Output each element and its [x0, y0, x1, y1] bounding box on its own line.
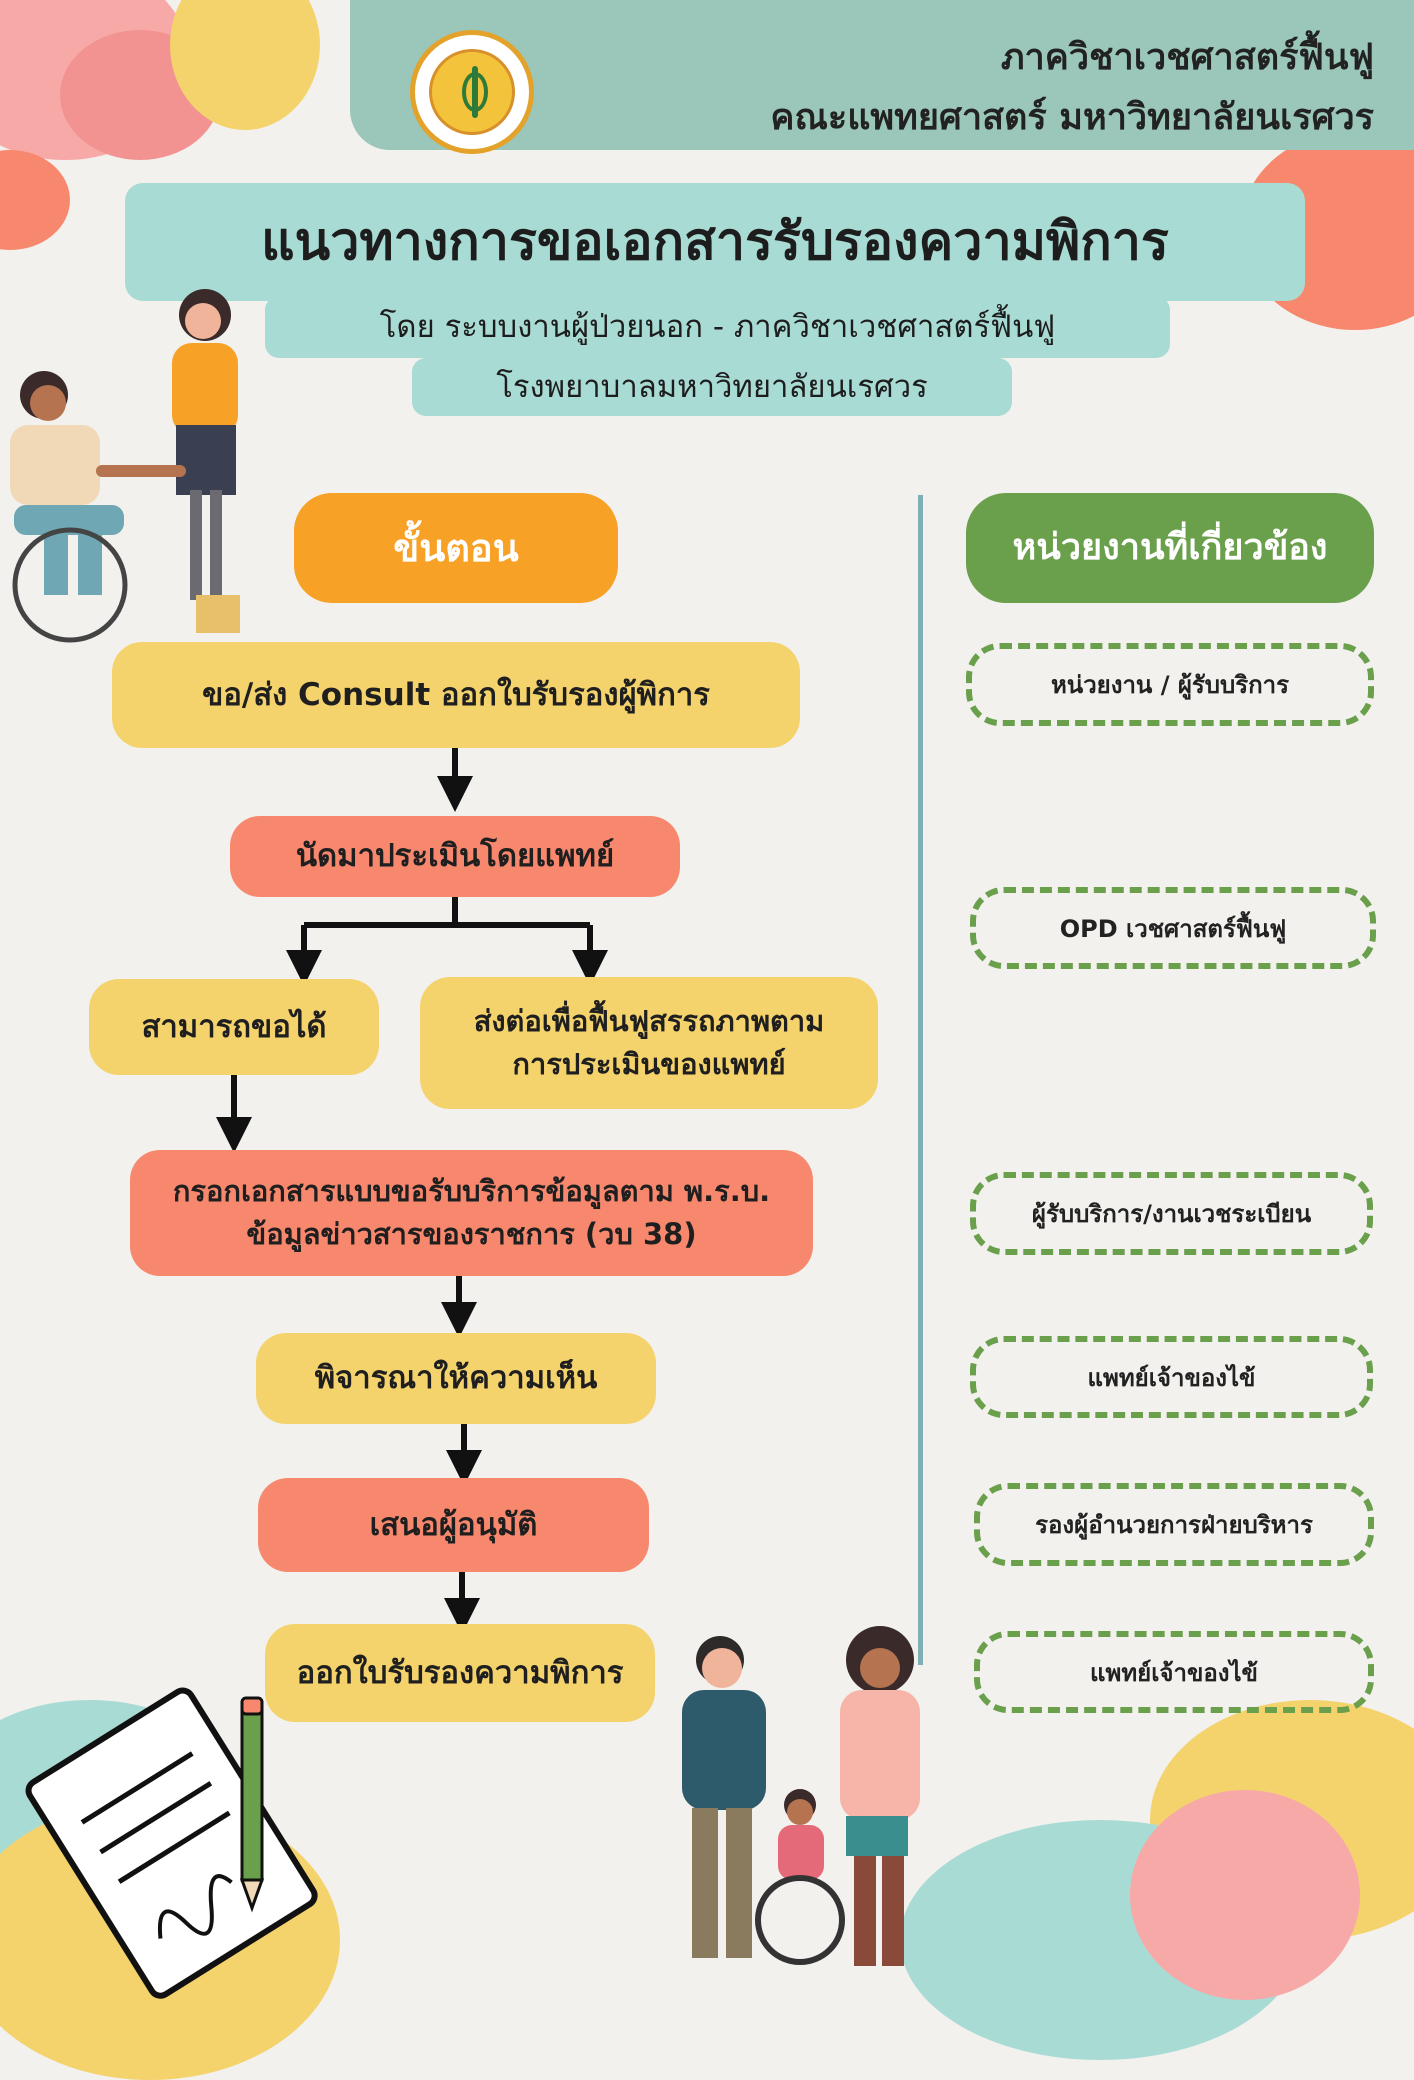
unit-requester: หน่วยงาน / ผู้รับบริการ	[966, 643, 1374, 726]
step-issue-certificate-label: ออกใบรับรองความพิการ	[296, 1654, 624, 1691]
decor-blob-yellow-topleft	[170, 0, 320, 130]
unit-deputy-director: รองผู้อำนวยการฝ่ายบริหาร	[974, 1483, 1374, 1566]
steps-header: ขั้นตอน	[294, 493, 618, 603]
step-request-consult: ขอ/ส่ง Consult ออกใบรับรองผู้พิการ	[112, 642, 800, 748]
family-illustration-bottom	[682, 1626, 920, 1966]
unit-attending-doctor-label: แพทย์เจ้าของไข้	[1087, 1363, 1256, 1392]
page-title: แนวทางการขอเอกสารรับรองความพิการ	[261, 212, 1169, 272]
step-doctor-assessment: นัดมาประเมินโดยแพทย์	[230, 816, 680, 897]
step-refer-rehab-line-2: การประเมินของแพทย์	[512, 1047, 786, 1081]
step-review: พิจารณาให้ความเห็น	[256, 1333, 656, 1424]
subtitle-line-1: โดย ระบบงานผู้ป่วยนอก - ภาควิชาเวชศาสตร์…	[379, 309, 1056, 345]
unit-opd-rehab-label: OPD เวชศาสตร์ฟื้นฟู	[1059, 914, 1287, 943]
unit-opd-rehab: OPD เวชศาสตร์ฟื้นฟู	[970, 887, 1376, 969]
unit-attending-doctor: แพทย์เจ้าของไข้	[970, 1336, 1373, 1418]
step-fill-form-line-1: กรอกเอกสารแบบขอรับบริการข้อมูลตาม พ.ร.บ.	[172, 1173, 771, 1208]
step-submit-approver: เสนอผู้อนุมัติ	[258, 1478, 649, 1572]
subtitle-line-2: โรงพยาบาลมหาวิทยาลัยนเรศวร	[496, 369, 928, 405]
unit-deputy-director-label: รองผู้อำนวยการฝ่ายบริหาร	[1035, 1511, 1313, 1539]
logo-staff-icon	[472, 66, 478, 118]
flow-arrows	[216, 748, 608, 1634]
logo-emblem	[429, 49, 515, 135]
step-eligible: สามารถขอได้	[89, 979, 379, 1075]
unit-attending-doctor-2: แพทย์เจ้าของไข้	[974, 1631, 1374, 1713]
unit-medical-records-label: ผู้รับบริการ/งานเวชระเบียน	[1031, 1200, 1312, 1228]
step-submit-approver-label: เสนอผู้อนุมัติ	[369, 1506, 538, 1543]
step-request-consult-label: ขอ/ส่ง Consult ออกใบรับรองผู้พิการ	[202, 676, 710, 713]
step-issue-certificate: ออกใบรับรองความพิการ	[265, 1624, 655, 1722]
step-fill-form-line-2: ข้อมูลข่าวสารของราชการ (วบ 38)	[246, 1217, 697, 1251]
step-doctor-assessment-label: นัดมาประเมินโดยแพทย์	[295, 838, 615, 875]
step-eligible-label: สามารถขอได้	[141, 1008, 327, 1045]
faculty-name: คณะแพทยศาสตร์ มหาวิทยาลัยนเรศวร	[770, 96, 1374, 138]
decor-blob-pink-bottomright	[1130, 1790, 1360, 2000]
step-review-label: พิจารณาให้ความเห็น	[314, 1360, 598, 1397]
signed-document-icon	[25, 1687, 318, 1999]
people-illustration-top	[10, 289, 240, 643]
step-fill-form: กรอกเอกสารแบบขอรับบริการข้อมูลตาม พ.ร.บ.…	[130, 1150, 813, 1276]
unit-attending-doctor-2-label: แพทย์เจ้าของไข้	[1090, 1658, 1258, 1687]
subtitle-banner-2	[412, 358, 1012, 416]
step-refer-rehab: ส่งต่อเพื่อฟื้นฟูสรรถภาพตาม การประเมินขอ…	[420, 977, 878, 1109]
unit-requester-label: หน่วยงาน / ผู้รับบริการ	[1050, 671, 1290, 699]
unit-medical-records: ผู้รับบริการ/งานเวชระเบียน	[970, 1172, 1373, 1255]
step-refer-rehab-line-1: ส่งต่อเพื่อฟื้นฟูสรรถภาพตาม	[473, 1003, 825, 1038]
subtitle-banner-1	[265, 296, 1170, 358]
column-divider	[918, 495, 923, 1665]
department-name: ภาควิชาเวชศาสตร์ฟื้นฟู	[1000, 36, 1374, 78]
related-units-header: หน่วยงานที่เกี่ยวข้อง	[966, 493, 1374, 603]
title-banner	[125, 183, 1305, 301]
university-logo	[410, 30, 534, 154]
